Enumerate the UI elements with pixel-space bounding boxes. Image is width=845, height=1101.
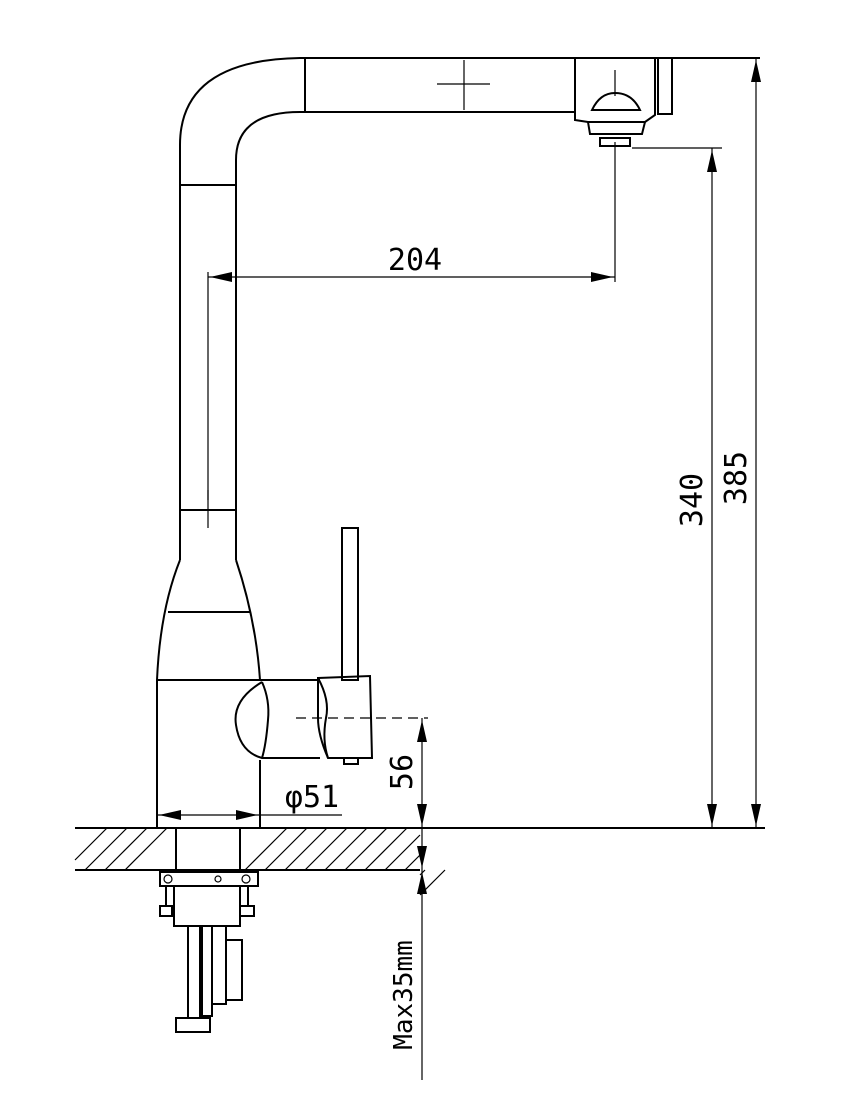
dim-340-arrow-bottom [707,804,717,826]
dim-56-arrow-bottom [417,804,427,826]
hose-1 [187,925,201,1019]
mounting-hardware [159,827,259,1033]
hose-2 [201,925,213,1017]
dim-51-arrow-right [236,810,258,820]
hatch-line [84,827,128,871]
dim-340-label: 340 [675,473,710,527]
flare-left [156,559,181,681]
mount-screw-right [241,874,251,884]
cartridge-housing [234,681,320,759]
hatch-line [244,827,288,871]
faucet-outline [156,57,760,828]
mount-screw-mid [214,875,222,883]
hatch-line [104,827,148,871]
countertop-hatch [74,827,446,896]
spray-nozzle [590,91,642,111]
dim-385-arrow-bottom [751,804,761,826]
dim-max35-label: Max35mm [389,940,419,1050]
spray-face [587,121,646,135]
hatch-line [404,854,421,871]
dim-51-label: φ51 [285,780,339,815]
dim-max35-arrow-bottom [417,872,427,894]
dim-204-arrow-left [210,272,232,282]
flare-right [235,559,261,681]
dim-385-arrow-top [751,60,761,82]
hatch-line [344,827,388,871]
dimension-56: 56 [385,718,427,828]
dim-340-arrow-top [707,150,717,172]
dim-385-label: 385 [719,451,754,505]
bolt-left [159,905,173,917]
lever-tip [343,757,359,765]
mount-nut [173,885,241,927]
shank [175,827,241,871]
hose-4 [225,939,243,1001]
hatch-line [124,827,168,871]
dim-56-arrow-top [417,720,427,742]
dimension-340: 340 [632,147,722,828]
hose-3 [211,925,227,1005]
spray-head-body [574,58,656,123]
hatch-line [384,834,421,871]
hatch-line [74,827,108,861]
bolt-right [239,905,255,917]
hatch-line [264,827,308,871]
hatch-line [284,827,328,871]
spout-outer-edge [179,57,760,185]
cartridge-inner [261,681,270,759]
lever-handle [341,527,359,681]
dim-204-label: 204 [388,243,442,278]
dimension-51: φ51 [157,780,342,820]
dim-max35-arrow-top [417,846,427,868]
dimension-385: 385 [719,58,761,828]
lever-body-curve [317,677,329,759]
dim-204-arrow-right [591,272,613,282]
dim-51-arrow-left [159,810,181,820]
spout-inner-edge [235,111,575,185]
hatch-line [364,827,408,871]
dimension-204: 204 [207,142,616,500]
hose-fitting [175,1017,211,1033]
hatch-line [324,827,368,871]
hatch-line [304,827,348,871]
mount-screw-left [163,874,173,884]
dimension-max35: Max35mm [389,828,427,1080]
mount-plate [159,871,259,887]
dim-56-label: 56 [385,754,420,790]
head-button [657,57,673,115]
